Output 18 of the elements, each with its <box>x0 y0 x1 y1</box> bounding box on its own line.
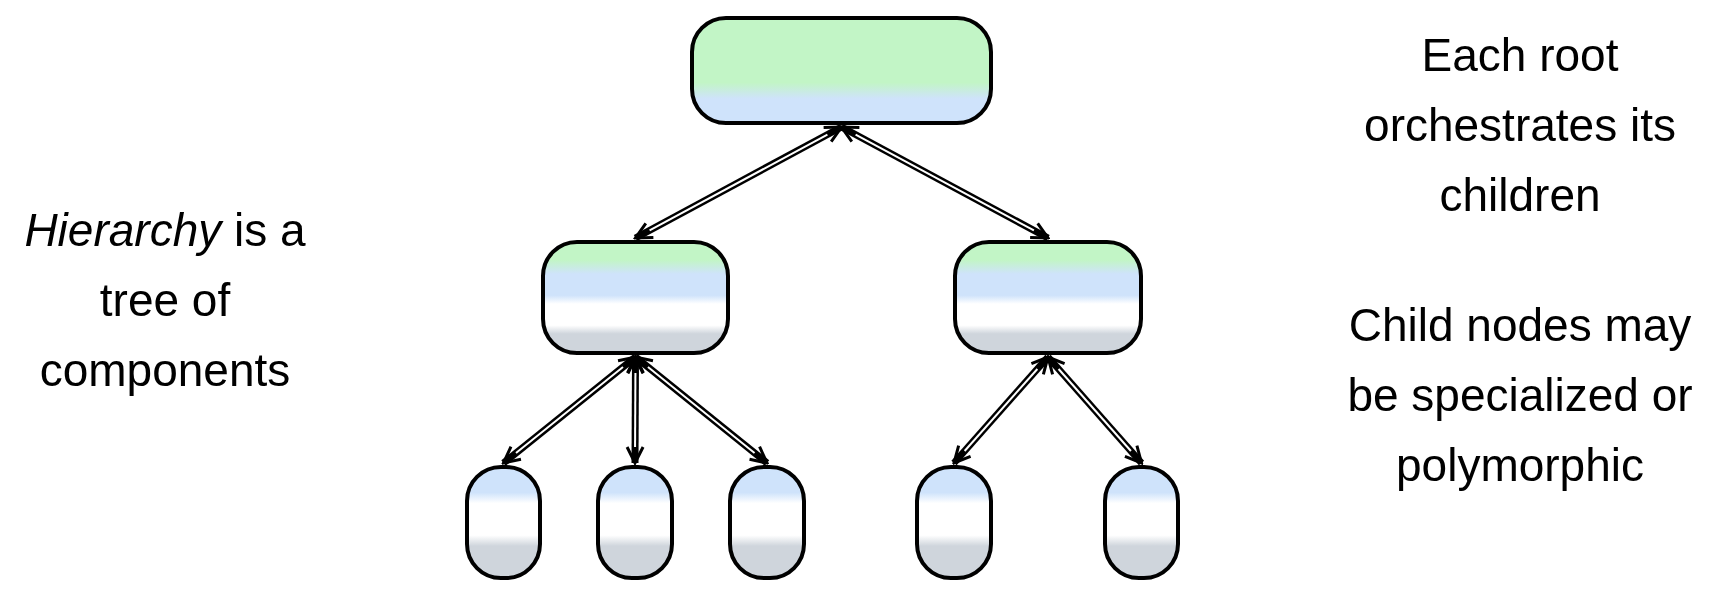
annotation-text: Each root orchestrates its children <box>1363 28 1677 223</box>
double-arrow <box>633 354 770 466</box>
double-arrow <box>633 123 844 242</box>
double-arrow <box>1045 354 1145 466</box>
annotation-text: Child nodes may be specialized or polymorphic <box>1346 298 1694 493</box>
rounded-node <box>465 465 542 580</box>
rounded-node <box>690 16 993 125</box>
double-arrow <box>839 123 1050 242</box>
double-arrow <box>625 355 645 465</box>
double-arrow <box>501 354 638 466</box>
rounded-node <box>596 465 674 580</box>
rounded-node <box>541 240 730 355</box>
double-arrow <box>951 354 1051 466</box>
rounded-node <box>728 465 806 580</box>
rounded-node <box>915 465 993 580</box>
annotation-text: Hierarchy is a tree of components <box>23 203 307 398</box>
rounded-node <box>953 240 1143 355</box>
rounded-node <box>1103 465 1180 580</box>
